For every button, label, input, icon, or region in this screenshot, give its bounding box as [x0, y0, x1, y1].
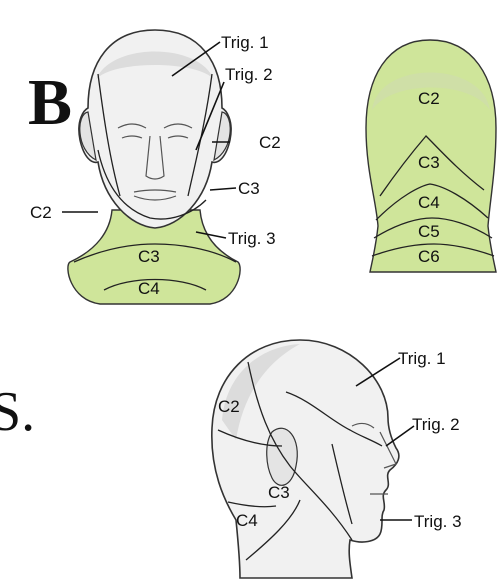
back-c6-segment: C6: [418, 247, 440, 266]
side-c3-segment: C3: [268, 483, 290, 502]
panel-letter: B: [28, 66, 72, 139]
back-view: C2 C3 C4 C5 C6: [366, 40, 496, 272]
side-view: Trig. 1 Trig. 2 Trig. 3 C2 C3 C4: [212, 340, 462, 578]
front-c3-right-label: C3: [238, 179, 260, 198]
front-c2-left-label: C2: [30, 203, 52, 222]
side-c4-segment: C4: [236, 511, 258, 530]
back-c4-segment: C4: [418, 193, 440, 212]
front-trig2-label: Trig. 2: [225, 65, 273, 84]
front-trig3-label: Trig. 3: [228, 229, 276, 248]
side-trig1-label: Trig. 1: [398, 349, 446, 368]
front-trig1-label: Trig. 1: [221, 33, 269, 52]
partial-text-fragment: S.: [0, 381, 35, 443]
back-c2-segment: C2: [418, 89, 440, 108]
side-c2-segment: C2: [218, 397, 240, 416]
front-c2-right-label: C2: [259, 133, 281, 152]
back-c3-segment: C3: [418, 153, 440, 172]
side-trig3-label: Trig. 3: [414, 512, 462, 531]
front-c3-segment: C3: [138, 247, 160, 266]
back-c5-segment: C5: [418, 222, 440, 241]
front-c4-segment: C4: [138, 279, 160, 298]
side-trig2-label: Trig. 2: [412, 415, 460, 434]
